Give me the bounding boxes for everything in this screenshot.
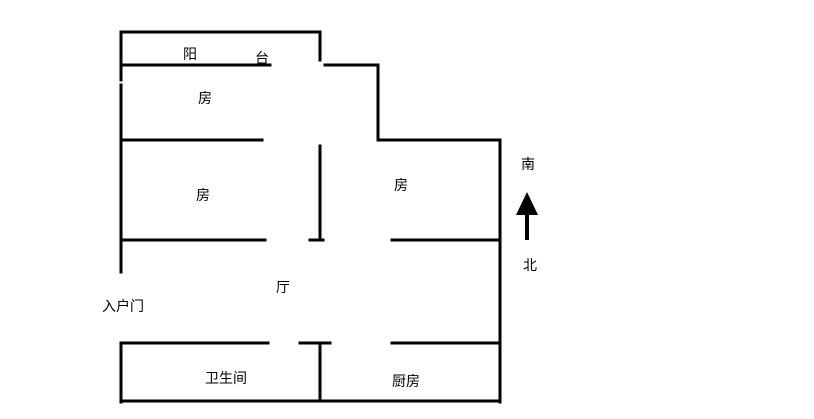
balcony-label-left: 阳 [183,47,197,63]
hall-label: 厅 [276,280,290,296]
room-mid-left-label: 房 [196,188,210,204]
compass-south-label: 南 [521,157,535,173]
balcony-label-right: 台 [255,51,269,67]
bathroom-label: 卫生间 [205,371,247,387]
compass-north-label: 北 [523,258,537,274]
kitchen-label: 厨房 [392,374,420,390]
entrance-door-label: 入户门 [102,299,144,315]
arrow-up-icon [516,192,538,240]
room-mid-right-label: 房 [394,178,408,194]
room-top-label: 房 [198,91,212,107]
